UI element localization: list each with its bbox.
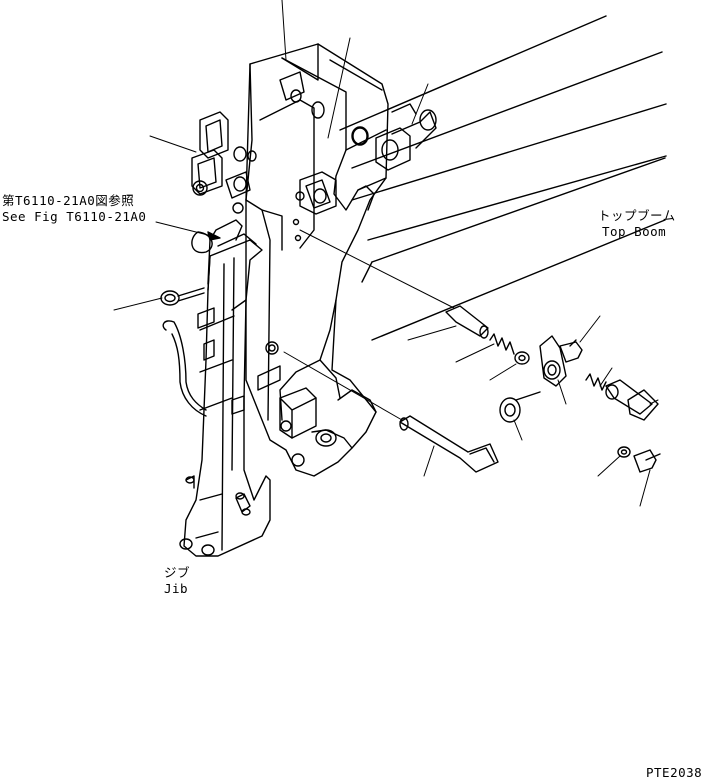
exploded-pin-set <box>399 305 661 473</box>
jib-label-en: Jib <box>164 581 189 596</box>
jib-structure <box>162 219 271 557</box>
bracket-side-pin <box>351 103 437 171</box>
top-boom-label-ja: トップブーム <box>598 208 676 223</box>
top-boom-label-en: Top Boom <box>602 224 667 239</box>
left-ring-pin <box>160 287 205 306</box>
reference-label-ja: 第T6110-21A0図参照 <box>2 193 135 208</box>
reference-label-en: See Fig T6110-21A0 <box>2 209 147 224</box>
top-boom <box>339 15 667 341</box>
reference-arrow <box>207 231 221 241</box>
jib-label-ja: ジブ <box>164 565 191 580</box>
upper-lock-pins <box>191 71 337 254</box>
boom-head-bracket <box>245 43 389 477</box>
drawing-code: PTE2038 <box>646 765 703 780</box>
leader-lines <box>113 0 659 507</box>
